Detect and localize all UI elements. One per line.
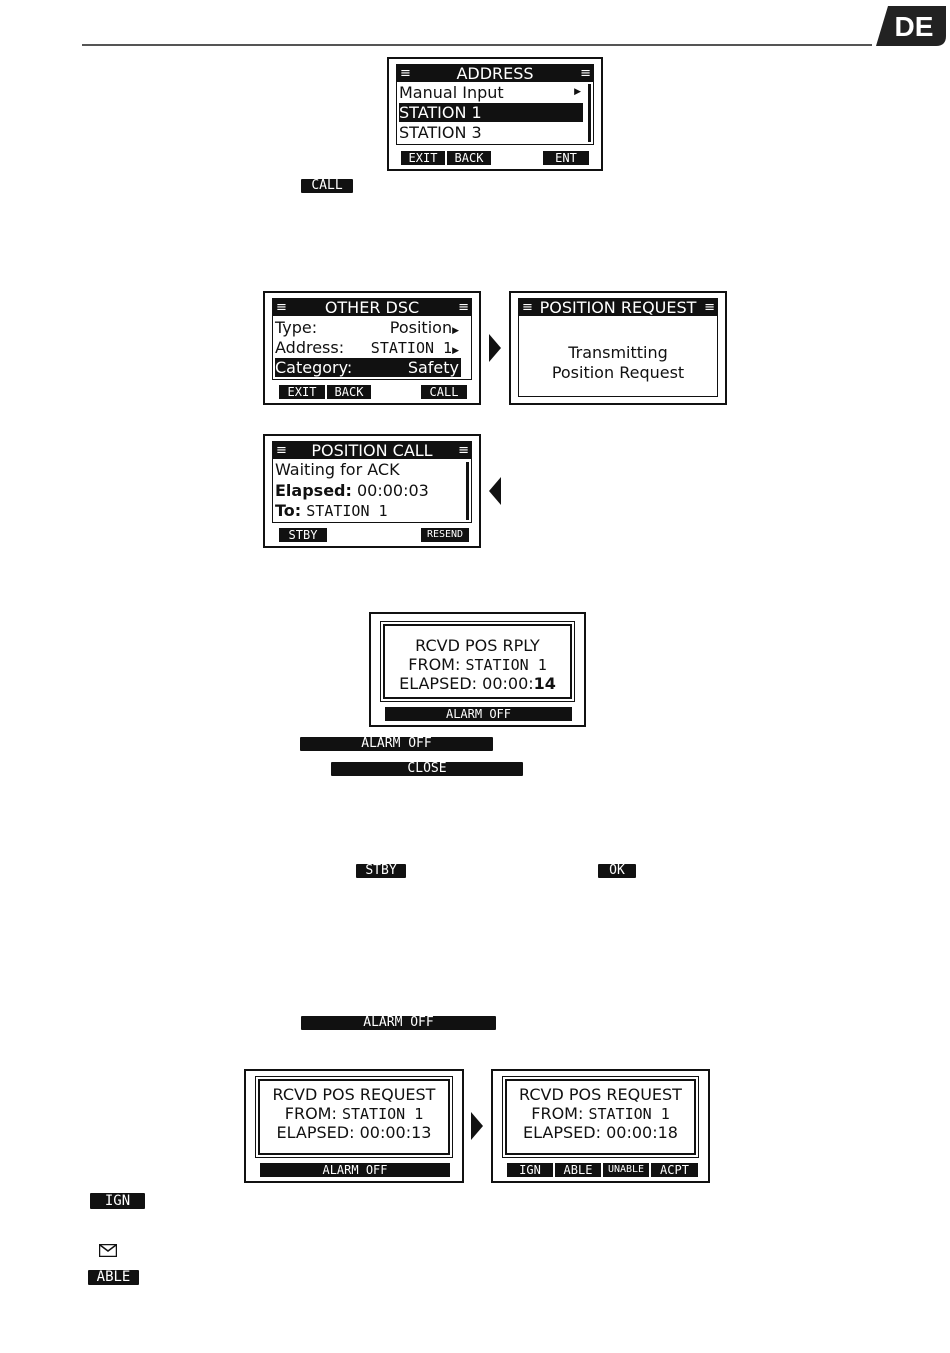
ign-key[interactable]: IGN xyxy=(90,1193,145,1209)
ent-softkey[interactable]: ENT xyxy=(543,151,589,165)
address-scrollbar[interactable] xyxy=(588,84,591,142)
rcvd-pos-rply-title: RCVD POS RPLY xyxy=(415,636,540,655)
position-request-title: ≡POSITION REQUEST≡ xyxy=(519,299,717,316)
other-dsc-screen: ≡OTHER DSC≡ Type: Position▶ Address: STA… xyxy=(263,291,481,405)
from-row: FROM: STATION 1 xyxy=(408,655,547,674)
stby-key[interactable]: STBY xyxy=(356,864,406,878)
able-softkey[interactable]: ABLE xyxy=(555,1163,601,1177)
unable-softkey[interactable]: UNABLE xyxy=(603,1163,649,1177)
address-screen: ≡ADDRESS≡ Manual Input▶ STATION 1 STATIO… xyxy=(387,57,603,171)
address-row[interactable]: Address: STATION 1▶ xyxy=(275,338,459,357)
call-softkey[interactable]: CALL xyxy=(421,385,467,399)
arrow-right-icon xyxy=(471,1112,483,1140)
alarm-off-key[interactable]: ALARM OFF xyxy=(300,737,493,751)
transmitting-text: Transmitting xyxy=(568,343,668,362)
to-row: To: STATION 1 xyxy=(275,501,388,520)
resend-softkey[interactable]: RESEND xyxy=(421,528,469,542)
rcvd-pos-rply-screen: RCVD POS RPLY FROM: STATION 1 ELAPSED: 0… xyxy=(369,612,586,727)
stby-softkey[interactable]: STBY xyxy=(279,528,327,542)
position-request-screen: ≡POSITION REQUEST≡ Transmitting Position… xyxy=(509,291,727,405)
back-softkey[interactable]: BACK xyxy=(447,151,491,165)
envelope-icon xyxy=(99,1244,117,1257)
address-item-station-1[interactable]: STATION 1 xyxy=(399,103,583,122)
rcvd-pos-request-title: RCVD POS REQUEST xyxy=(272,1085,436,1104)
able-key[interactable]: ABLE xyxy=(88,1270,139,1285)
type-row[interactable]: Type: Position▶ xyxy=(275,318,459,337)
exit-softkey[interactable]: EXIT xyxy=(401,151,445,165)
waiting-ack-text: Waiting for ACK xyxy=(275,460,400,479)
alarm-off-softkey[interactable]: ALARM OFF xyxy=(385,707,572,721)
elapsed-row: ELAPSED: 00:00:13 xyxy=(276,1123,432,1142)
back-softkey[interactable]: BACK xyxy=(327,385,371,399)
exit-softkey[interactable]: EXIT xyxy=(279,385,325,399)
elapsed-row: ELAPSED: 00:00:18 xyxy=(523,1123,678,1142)
rcvd-pos-request-screen: RCVD POS REQUEST FROM: STATION 1 ELAPSED… xyxy=(244,1069,464,1183)
from-row: FROM: STATION 1 xyxy=(284,1104,424,1123)
from-row: FROM: STATION 1 xyxy=(531,1104,670,1123)
alarm-off-softkey[interactable]: ALARM OFF xyxy=(260,1163,450,1177)
language-badge: DE xyxy=(876,6,946,46)
other-dsc-title: ≡OTHER DSC≡ xyxy=(273,299,471,316)
position-call-scrollbar[interactable] xyxy=(466,462,469,520)
rcvd-pos-request-screen: RCVD POS REQUEST FROM: STATION 1 ELAPSED… xyxy=(491,1069,710,1183)
address-item-manual-input[interactable]: Manual Input▶ xyxy=(399,83,581,102)
position-call-title: ≡POSITION CALL≡ xyxy=(273,442,471,459)
call-key[interactable]: CALL xyxy=(301,179,353,193)
alarm-off-key[interactable]: ALARM OFF xyxy=(301,1016,496,1030)
arrow-right-icon xyxy=(489,334,501,362)
position-request-text: Position Request xyxy=(551,363,685,382)
language-badge-label: DE xyxy=(895,11,934,42)
category-row[interactable]: Category: Safety xyxy=(275,358,461,377)
acpt-softkey[interactable]: ACPT xyxy=(651,1163,698,1177)
address-item-station-3[interactable]: STATION 3 xyxy=(399,123,482,142)
elapsed-row: Elapsed: 00:00:03 xyxy=(275,481,429,500)
position-call-screen: ≡POSITION CALL≡ Waiting for ACK Elapsed:… xyxy=(263,434,481,548)
arrow-left-icon xyxy=(489,477,501,505)
ok-key[interactable]: OK xyxy=(598,864,636,878)
header-rule xyxy=(82,44,872,46)
rcvd-pos-request-title: RCVD POS REQUEST xyxy=(519,1085,682,1104)
address-title: ≡ADDRESS≡ xyxy=(397,65,593,82)
elapsed-row: ELAPSED: 00:00:14 xyxy=(399,674,556,693)
close-key[interactable]: CLOSE xyxy=(331,762,523,776)
ign-softkey[interactable]: IGN xyxy=(507,1163,553,1177)
